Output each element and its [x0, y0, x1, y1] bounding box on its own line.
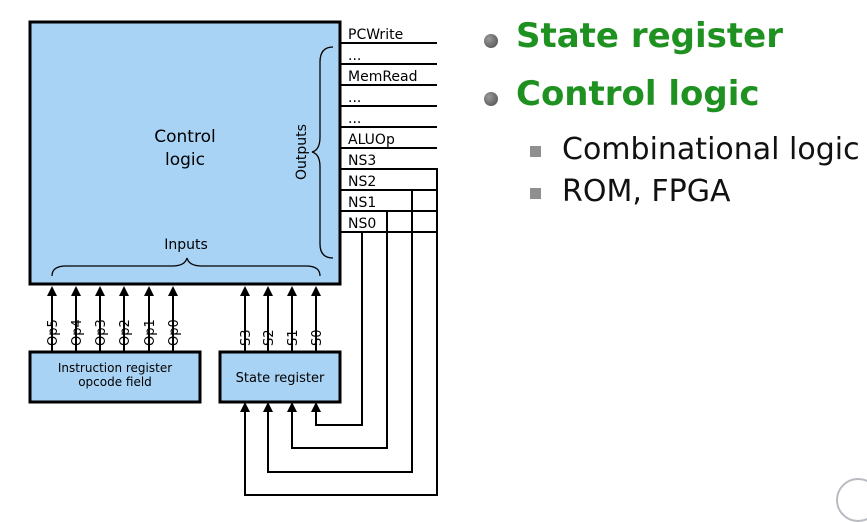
output-signal-label: ... — [348, 48, 361, 64]
output-signal-label: ... — [348, 111, 361, 127]
output-signal-label: NS0 — [348, 216, 376, 232]
arrowhead-icon — [144, 286, 154, 296]
arrowhead-icon — [311, 402, 321, 412]
bullet-text: State register — [516, 16, 783, 56]
opcode-label: Op3 — [94, 319, 109, 346]
inputs-label: Inputs — [164, 237, 208, 253]
university-seal-icon — [836, 478, 867, 522]
arrowhead-icon — [71, 286, 81, 296]
arrowhead-icon — [263, 286, 273, 296]
arrowhead-icon — [311, 286, 321, 296]
control-logic-box — [28, 20, 342, 286]
arrowhead-icon — [95, 286, 105, 296]
state-register-box — [218, 350, 342, 404]
arrowhead-icon — [287, 286, 297, 296]
subbullet-text: Combinational logic — [562, 132, 860, 167]
arrowhead-icon — [168, 286, 178, 296]
bullet-square-icon — [530, 188, 541, 199]
state-register-label: State register — [236, 371, 325, 386]
arrowhead-icon — [240, 402, 250, 412]
state-bit-label: S0 — [310, 329, 325, 346]
arrowhead-icon — [240, 286, 250, 296]
opcode-label: Op4 — [70, 319, 85, 346]
output-signal-label: NS2 — [348, 174, 376, 190]
ns0-feedback-wire — [315, 231, 363, 426]
opcode-label: Op1 — [143, 319, 158, 346]
subbullet-text: ROM, FPGA — [562, 174, 731, 209]
output-signal-label: PCWrite — [348, 27, 403, 43]
state-bit-label: S3 — [239, 329, 254, 346]
output-signal-label: NS3 — [348, 153, 376, 169]
bullet-dot-icon — [484, 92, 498, 106]
outputs-label: Outputs — [294, 124, 310, 180]
state-bit-label: S1 — [286, 329, 301, 346]
state-bit-label: S2 — [262, 329, 277, 346]
bullet-square-icon — [530, 146, 541, 157]
inputs-brace — [51, 257, 321, 277]
ns1-feedback-wire — [291, 210, 388, 449]
output-signal-label: MemRead — [348, 69, 418, 85]
opcode-label: Op5 — [46, 319, 61, 346]
output-signal-label: ALUOp — [348, 132, 395, 148]
output-signal-label: ... — [348, 90, 361, 106]
opcode-label: Op0 — [167, 319, 182, 346]
arrowhead-icon — [287, 402, 297, 412]
arrowhead-icon — [47, 286, 57, 296]
ns2-feedback-wire — [267, 189, 413, 473]
instruction-register-box — [28, 350, 202, 404]
opcode-label: Op2 — [118, 319, 133, 346]
outputs-brace — [311, 46, 334, 259]
bullet-dot-icon — [484, 34, 498, 48]
arrowhead-icon — [119, 286, 129, 296]
arrowhead-icon — [263, 402, 273, 412]
ns3-feedback-wire — [244, 168, 438, 496]
bullet-text: Control logic — [516, 74, 760, 114]
output-signal-label: NS1 — [348, 195, 376, 211]
